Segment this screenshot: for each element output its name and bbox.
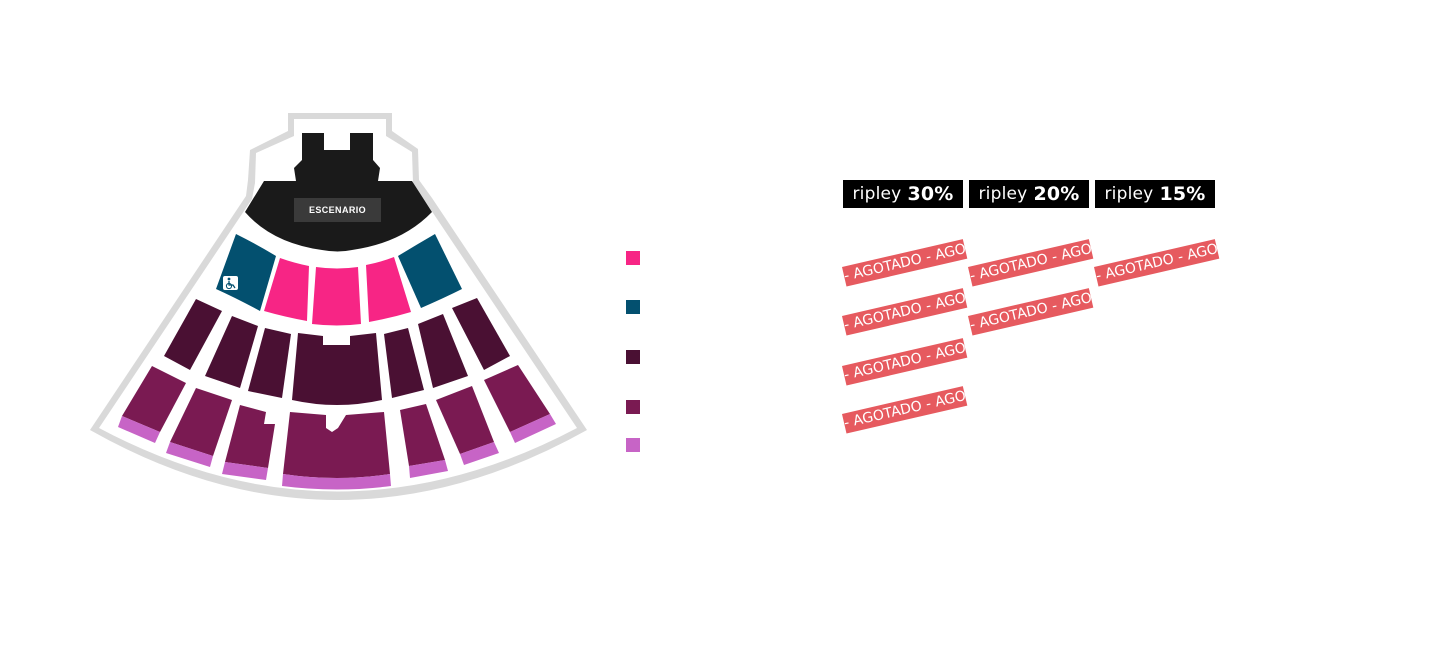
- stage: [245, 133, 432, 252]
- section-dark-6[interactable]: [418, 314, 468, 388]
- section-purple-2[interactable]: [170, 388, 232, 456]
- ripley-badge-20: ripley 20%: [969, 180, 1089, 208]
- wheelchair-icon: [223, 276, 238, 290]
- section-dark-4[interactable]: [292, 333, 382, 405]
- stage-label: ESCENARIO: [294, 198, 381, 222]
- ripley-brand-label: ripley: [1104, 184, 1154, 204]
- section-dark-1[interactable]: [164, 299, 222, 370]
- legend-swatch-pink: [626, 251, 640, 265]
- legend-swatch-purple: [626, 400, 640, 414]
- section-dark-7[interactable]: [452, 298, 510, 370]
- section-pink-3[interactable]: [366, 257, 411, 322]
- ripley-badge-15: ripley 15%: [1095, 180, 1215, 208]
- ripley-brand-label: ripley: [852, 184, 902, 204]
- section-lightpurple-1[interactable]: [118, 416, 160, 443]
- section-teal-left[interactable]: [216, 234, 276, 311]
- legend-swatch-teal: [626, 300, 640, 314]
- section-pink-2[interactable]: [312, 267, 361, 326]
- section-dark-5[interactable]: [384, 328, 424, 398]
- section-lightpurple-3[interactable]: [222, 462, 268, 480]
- section-lightpurple-6[interactable]: [460, 442, 499, 465]
- section-dark-3[interactable]: [248, 328, 291, 398]
- section-teal-right[interactable]: [398, 234, 462, 308]
- legend-swatch-dark-purple: [626, 350, 640, 364]
- section-lightpurple-5[interactable]: [409, 460, 448, 478]
- section-lightpurple-4[interactable]: [282, 474, 391, 490]
- ripley-discount: 15%: [1159, 183, 1206, 205]
- legend-swatch-light-purple: [626, 438, 640, 452]
- ripley-discount: 20%: [1033, 183, 1080, 205]
- section-pink-1[interactable]: [264, 258, 309, 321]
- section-purple-7[interactable]: [484, 365, 550, 432]
- ripley-discount: 30%: [907, 183, 954, 205]
- section-purple-6[interactable]: [436, 386, 494, 454]
- section-purple-3[interactable]: [225, 405, 275, 468]
- section-purple-4[interactable]: [283, 412, 390, 478]
- section-dark-2[interactable]: [205, 316, 258, 388]
- section-lightpurple-7[interactable]: [510, 414, 556, 443]
- section-purple-5[interactable]: [400, 404, 445, 466]
- section-lightpurple-2[interactable]: [166, 442, 213, 467]
- ripley-brand-label: ripley: [978, 184, 1028, 204]
- section-purple-1[interactable]: [122, 366, 186, 432]
- ripley-badge-30: ripley 30%: [843, 180, 963, 208]
